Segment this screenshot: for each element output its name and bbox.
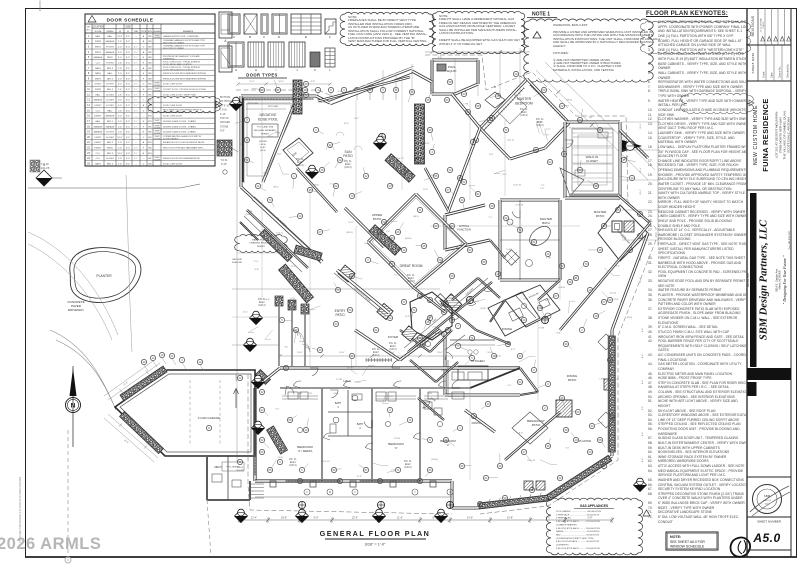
svg-text:SBM Design Partners, LLC: SBM Design Partners, LLC [759, 219, 770, 340]
svg-text:NEW CUSTOM HOME: NEW CUSTOM HOME [753, 105, 759, 165]
svg-text:Checked By:: Checked By: [787, 64, 790, 78]
svg-text:Date:: Date: [771, 72, 774, 78]
svg-text:SHEET DATA: SHEET DATA [751, 52, 755, 74]
svg-text:SBM: SBM [764, 494, 771, 498]
svg-text:CHECK: CHECK [763, 21, 765, 29]
svg-text:A5.0: A5.0 [752, 531, 780, 545]
svg-text:SHEET NUMBER: SHEET NUMBER [757, 520, 782, 524]
svg-text:480-839-7820: 480-839-7820 [748, 272, 750, 286]
svg-text:" Designing For Your Future: " Designing For Your Future " [782, 255, 787, 304]
svg-text:SCOTTSDALE, ARIZONA: SCOTTSDALE, ARIZONA [787, 116, 791, 153]
svg-text:FUINA RESIDENCE: FUINA RESIDENCE [761, 98, 770, 171]
svg-text:Scale:: Scale: [763, 71, 766, 78]
svg-text:Mesa, AZ 85206: Mesa, AZ 85206 [778, 270, 782, 289]
svg-text:Drawn By:: Drawn By: [779, 66, 782, 78]
svg-text:Fax: 480-839-7827: Fax: 480-839-7827 [789, 230, 791, 249]
svg-text:REVISIONS: REVISIONS [751, 15, 755, 36]
